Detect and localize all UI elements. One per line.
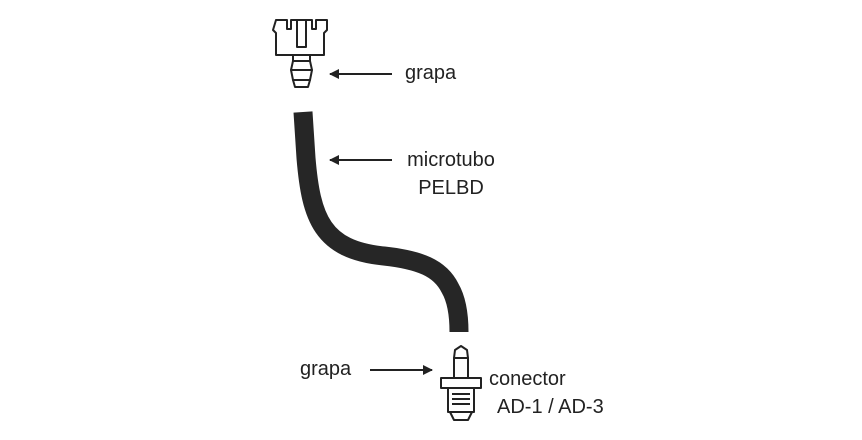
micro-tube-label-line1: microtubo bbox=[407, 149, 495, 171]
connector-label-line1: conector bbox=[489, 368, 566, 390]
connector-label-line2: AD-1 / AD-3 bbox=[497, 396, 604, 418]
bottom-connector bbox=[440, 345, 482, 421]
bottom-clip-label: grapa bbox=[300, 358, 352, 380]
micro-tube bbox=[293, 111, 469, 333]
top-clip-label: grapa bbox=[405, 62, 457, 84]
micro-tube-label: microtubo PELBD bbox=[400, 148, 502, 200]
top-clip bbox=[272, 19, 328, 88]
connector-label: conector AD-1 / AD-3 bbox=[489, 367, 604, 419]
micro-tube-label-line2: PELBD bbox=[418, 177, 484, 199]
